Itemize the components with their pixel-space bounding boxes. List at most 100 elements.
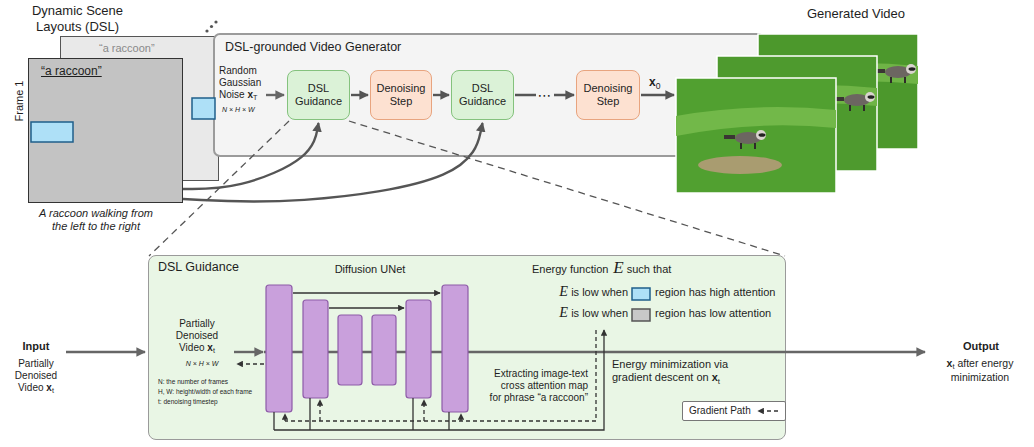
- attention-line: [274, 398, 449, 430]
- label-text: 0: [656, 81, 661, 91]
- text-group: H, W: height/width of each frame: [158, 388, 263, 396]
- flow-arrow: [183, 123, 483, 202]
- guidance-box: DSL Guidance: [287, 70, 350, 120]
- node-text: DSL Guidance: [455, 82, 510, 108]
- unet-block: [372, 315, 396, 385]
- label-text: E: [559, 283, 568, 299]
- label-text: x: [712, 371, 718, 383]
- video-frame: [906, 64, 916, 74]
- label-text: t: [952, 362, 954, 371]
- attention-swatch: [632, 309, 650, 321]
- ellipsis-dots: [214, 20, 217, 23]
- input-arrow: [66, 95, 925, 352]
- input-arrow: [468, 351, 925, 353]
- text-group: Eis low when: [520, 284, 628, 299]
- node-text: Denoising Step: [374, 82, 428, 108]
- text-group: region has low attention: [655, 307, 785, 320]
- label-text: Output: [963, 340, 999, 352]
- video-frame: [850, 105, 864, 111]
- ellipsis-dots: [205, 20, 217, 32]
- node-text: Generated Video: [788, 6, 924, 22]
- node-text: DSL Guidance: [158, 260, 785, 275]
- legend-text: Gradient Path: [689, 405, 751, 417]
- legend-sample: [755, 406, 779, 416]
- label-text: Extracting image-text cross attention ma…: [490, 368, 588, 403]
- video-frame: [891, 77, 905, 83]
- label-text: region has low attention: [655, 307, 771, 319]
- attention-line: [274, 330, 604, 430]
- layout-region: [31, 122, 73, 142]
- attention-swatch: [632, 288, 650, 300]
- video-frame: [909, 67, 916, 71]
- unet-block: [338, 315, 362, 385]
- text-group: xtafter energy minimization: [930, 357, 1030, 384]
- flow-arrow: [641, 94, 674, 96]
- video-frame: [868, 95, 875, 99]
- video-frame: [874, 64, 916, 83]
- gradient-line: [237, 330, 596, 421]
- text-group: Extracting image-text cross attention ma…: [487, 368, 588, 404]
- label-text: Energy function: [532, 263, 608, 275]
- video-frame: [741, 143, 755, 149]
- unet-block: [266, 285, 292, 412]
- text-group: Random Gaussian NoisexT: [219, 65, 275, 103]
- label-text: is low when: [571, 286, 628, 298]
- skip-arrow: [293, 292, 440, 293]
- label-text: E: [559, 304, 568, 320]
- text-group: Dynamic Scene Layouts (DSL): [15, 3, 140, 34]
- label-text: H, W: height/width of each frame: [158, 388, 252, 395]
- gradient-line: [237, 363, 264, 364]
- flow-arrow: [433, 94, 449, 96]
- attention-swatch: [632, 288, 650, 321]
- label-text: T: [253, 93, 257, 102]
- gradient-line: [423, 400, 424, 421]
- flow-arrow: [183, 123, 319, 189]
- video-frame: [865, 92, 875, 102]
- layout-region: [192, 98, 215, 119]
- denoise-box: Denoising Step: [576, 70, 640, 120]
- label-text: Dynamic Scene Layouts (DSL): [32, 3, 123, 34]
- node-text: DSL-grounded Video Generator: [225, 40, 763, 55]
- text-group: Energy functionEsuch that: [532, 259, 732, 276]
- denoise-box: Denoising Step: [370, 70, 432, 120]
- node-text: Frame 1: [12, 76, 26, 126]
- video-frame: [676, 34, 918, 193]
- text-group: Eis low when: [520, 305, 628, 320]
- unet-block: [303, 300, 328, 398]
- label-text: region has high attention: [655, 286, 775, 298]
- text-group: t: denoising timestep: [158, 398, 263, 406]
- label-text: t: [213, 346, 215, 355]
- text-group: Diffusion UNet: [315, 263, 425, 276]
- text-group: Input: [5, 340, 67, 353]
- video-frame: [676, 78, 836, 193]
- label-text: x: [247, 89, 253, 100]
- label-text: N × H × W: [186, 360, 219, 367]
- label-text: t: denoising timestep: [158, 398, 218, 405]
- label-text: Input: [23, 340, 50, 352]
- label-text: is low when: [571, 307, 628, 319]
- node-text: Denoising Step: [580, 82, 636, 108]
- label-text: after energy minimization: [951, 357, 1014, 383]
- label-text: such that: [627, 263, 672, 275]
- ellipsis-dots: [210, 25, 213, 28]
- label-text: Diffusion UNet: [335, 263, 406, 275]
- label-text: x: [947, 357, 953, 369]
- skip-arrow: [329, 307, 404, 308]
- video-frame: [724, 135, 735, 139]
- skip-arrow: [293, 293, 440, 308]
- node-text: DSL Guidance: [291, 82, 346, 108]
- input-arrow: [264, 351, 468, 353]
- video-frame: [698, 156, 782, 174]
- text-group: Partially Denoised Videoxt: [5, 358, 67, 396]
- flow-arrow: [351, 94, 368, 96]
- video-frame: [676, 107, 836, 136]
- text-group: N × H × W: [222, 106, 272, 114]
- text-group: N × H × W: [172, 360, 232, 368]
- label-text: x: [649, 75, 656, 89]
- input-arrow: [66, 351, 145, 353]
- label-text: t: [718, 377, 720, 386]
- label-text: x: [46, 382, 52, 393]
- label-text: N × H × W: [222, 106, 255, 113]
- label-text: t: [52, 386, 54, 395]
